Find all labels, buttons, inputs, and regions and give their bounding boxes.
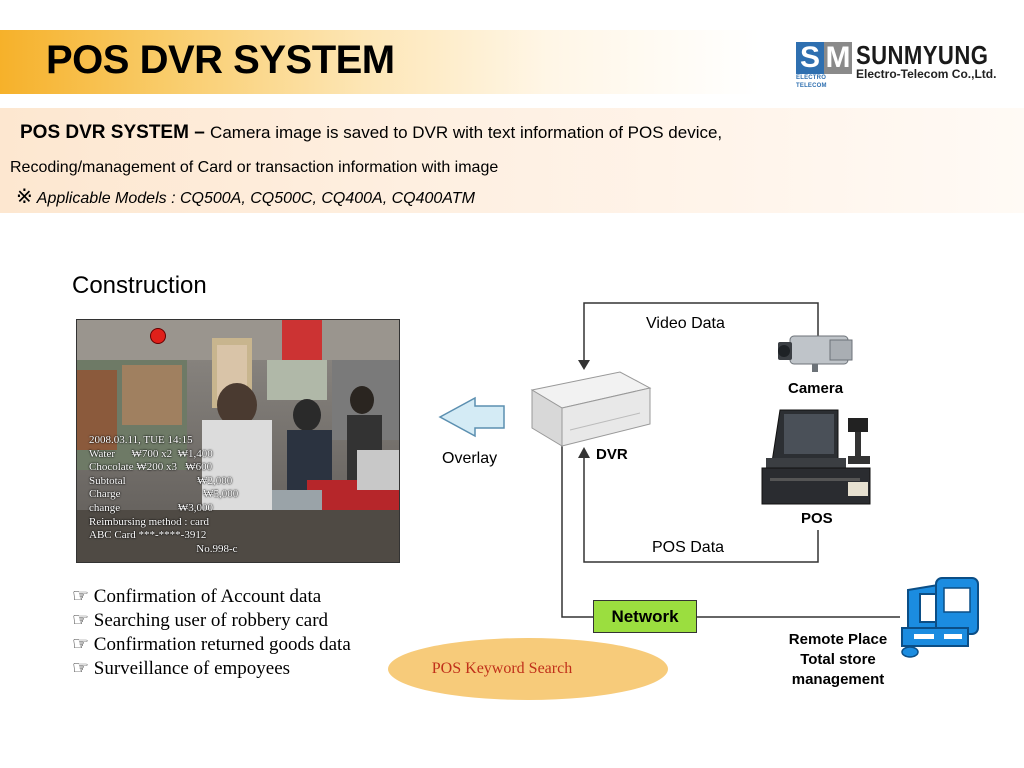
logo-company-name: SUNMYUNG xyxy=(856,40,989,70)
overlay-label: Overlay xyxy=(442,450,498,467)
list-item: ☞ Surveillance of empoyees xyxy=(72,658,291,679)
logo-letter-m: M xyxy=(824,41,852,74)
network-box: Network xyxy=(593,600,697,633)
video-data-line xyxy=(583,302,819,362)
list-item: ☞ Confirmation returned goods data xyxy=(72,634,351,655)
description-dash: – xyxy=(188,122,211,143)
description-line-3: ※Applicable Models : CQ500A, CQ500C, CQ4… xyxy=(16,184,475,209)
network-line-left xyxy=(561,434,593,618)
pos-label: POS xyxy=(801,510,833,527)
logo-company-subtitle: Electro-Telecom Co.,Ltd. xyxy=(856,67,997,81)
video-data-arrowhead xyxy=(578,360,590,370)
company-logo: S M ELECTRO TELECOM SUNMYUNG Electro-Tel… xyxy=(796,40,1006,89)
record-dot-icon xyxy=(150,328,166,344)
keyword-search-ellipse xyxy=(388,638,668,700)
title-band xyxy=(0,30,760,94)
pos-data-line xyxy=(583,454,819,563)
list-item: ☞ Confirmation of Account data xyxy=(72,586,322,607)
logo-small-text: ELECTRO TELECOM xyxy=(796,75,827,89)
description-line-2: Recoding/management of Card or transacti… xyxy=(10,159,499,176)
pos-data-label: POS Data xyxy=(652,539,725,556)
feature-list: ☞ Confirmation of Account data ☞ Searchi… xyxy=(72,585,351,681)
left-arrow-icon xyxy=(438,396,505,438)
video-data-label: Video Data xyxy=(646,315,725,332)
page-title: POS DVR SYSTEM xyxy=(46,38,395,82)
remote-place-label: Remote Place Total store management xyxy=(772,630,904,690)
dvr-label: DVR xyxy=(596,446,628,463)
description-bold: POS DVR SYSTEM xyxy=(20,122,189,143)
camera-icon xyxy=(778,335,853,372)
pos-data-arrowhead xyxy=(578,447,590,458)
pos-terminal-icon xyxy=(761,409,871,505)
store-camera-image: 2008.03.11, TUE 14:15 Water ₩700 x2 ₩1,4… xyxy=(76,319,400,563)
keyword-search-label: POS Keyword Search xyxy=(431,660,573,677)
reference-mark: ※ xyxy=(16,186,33,208)
computer-icon xyxy=(901,577,979,658)
description-line-1: POS DVR SYSTEM – Camera image is saved t… xyxy=(20,122,722,144)
logo-mark: S M ELECTRO TELECOM xyxy=(796,41,852,89)
description-band xyxy=(0,108,1024,213)
dvr-icon xyxy=(530,371,652,447)
remote-line: Total store xyxy=(800,651,876,668)
section-title: Construction xyxy=(72,272,207,299)
list-item: ☞ Searching user of robbery card xyxy=(72,610,329,631)
pos-overlay-text: 2008.03.11, TUE 14:15 Water ₩700 x2 ₩1,4… xyxy=(89,434,239,555)
remote-line: management xyxy=(791,671,885,688)
description-rest: Camera image is saved to DVR with text i… xyxy=(210,123,723,142)
store-scene-illustration xyxy=(77,320,399,562)
camera-label: Camera xyxy=(788,380,844,397)
logo-letter-s: S xyxy=(796,42,824,74)
remote-line: Remote Place xyxy=(788,631,888,648)
applicable-models: Applicable Models : CQ500A, CQ500C, CQ40… xyxy=(36,190,475,207)
